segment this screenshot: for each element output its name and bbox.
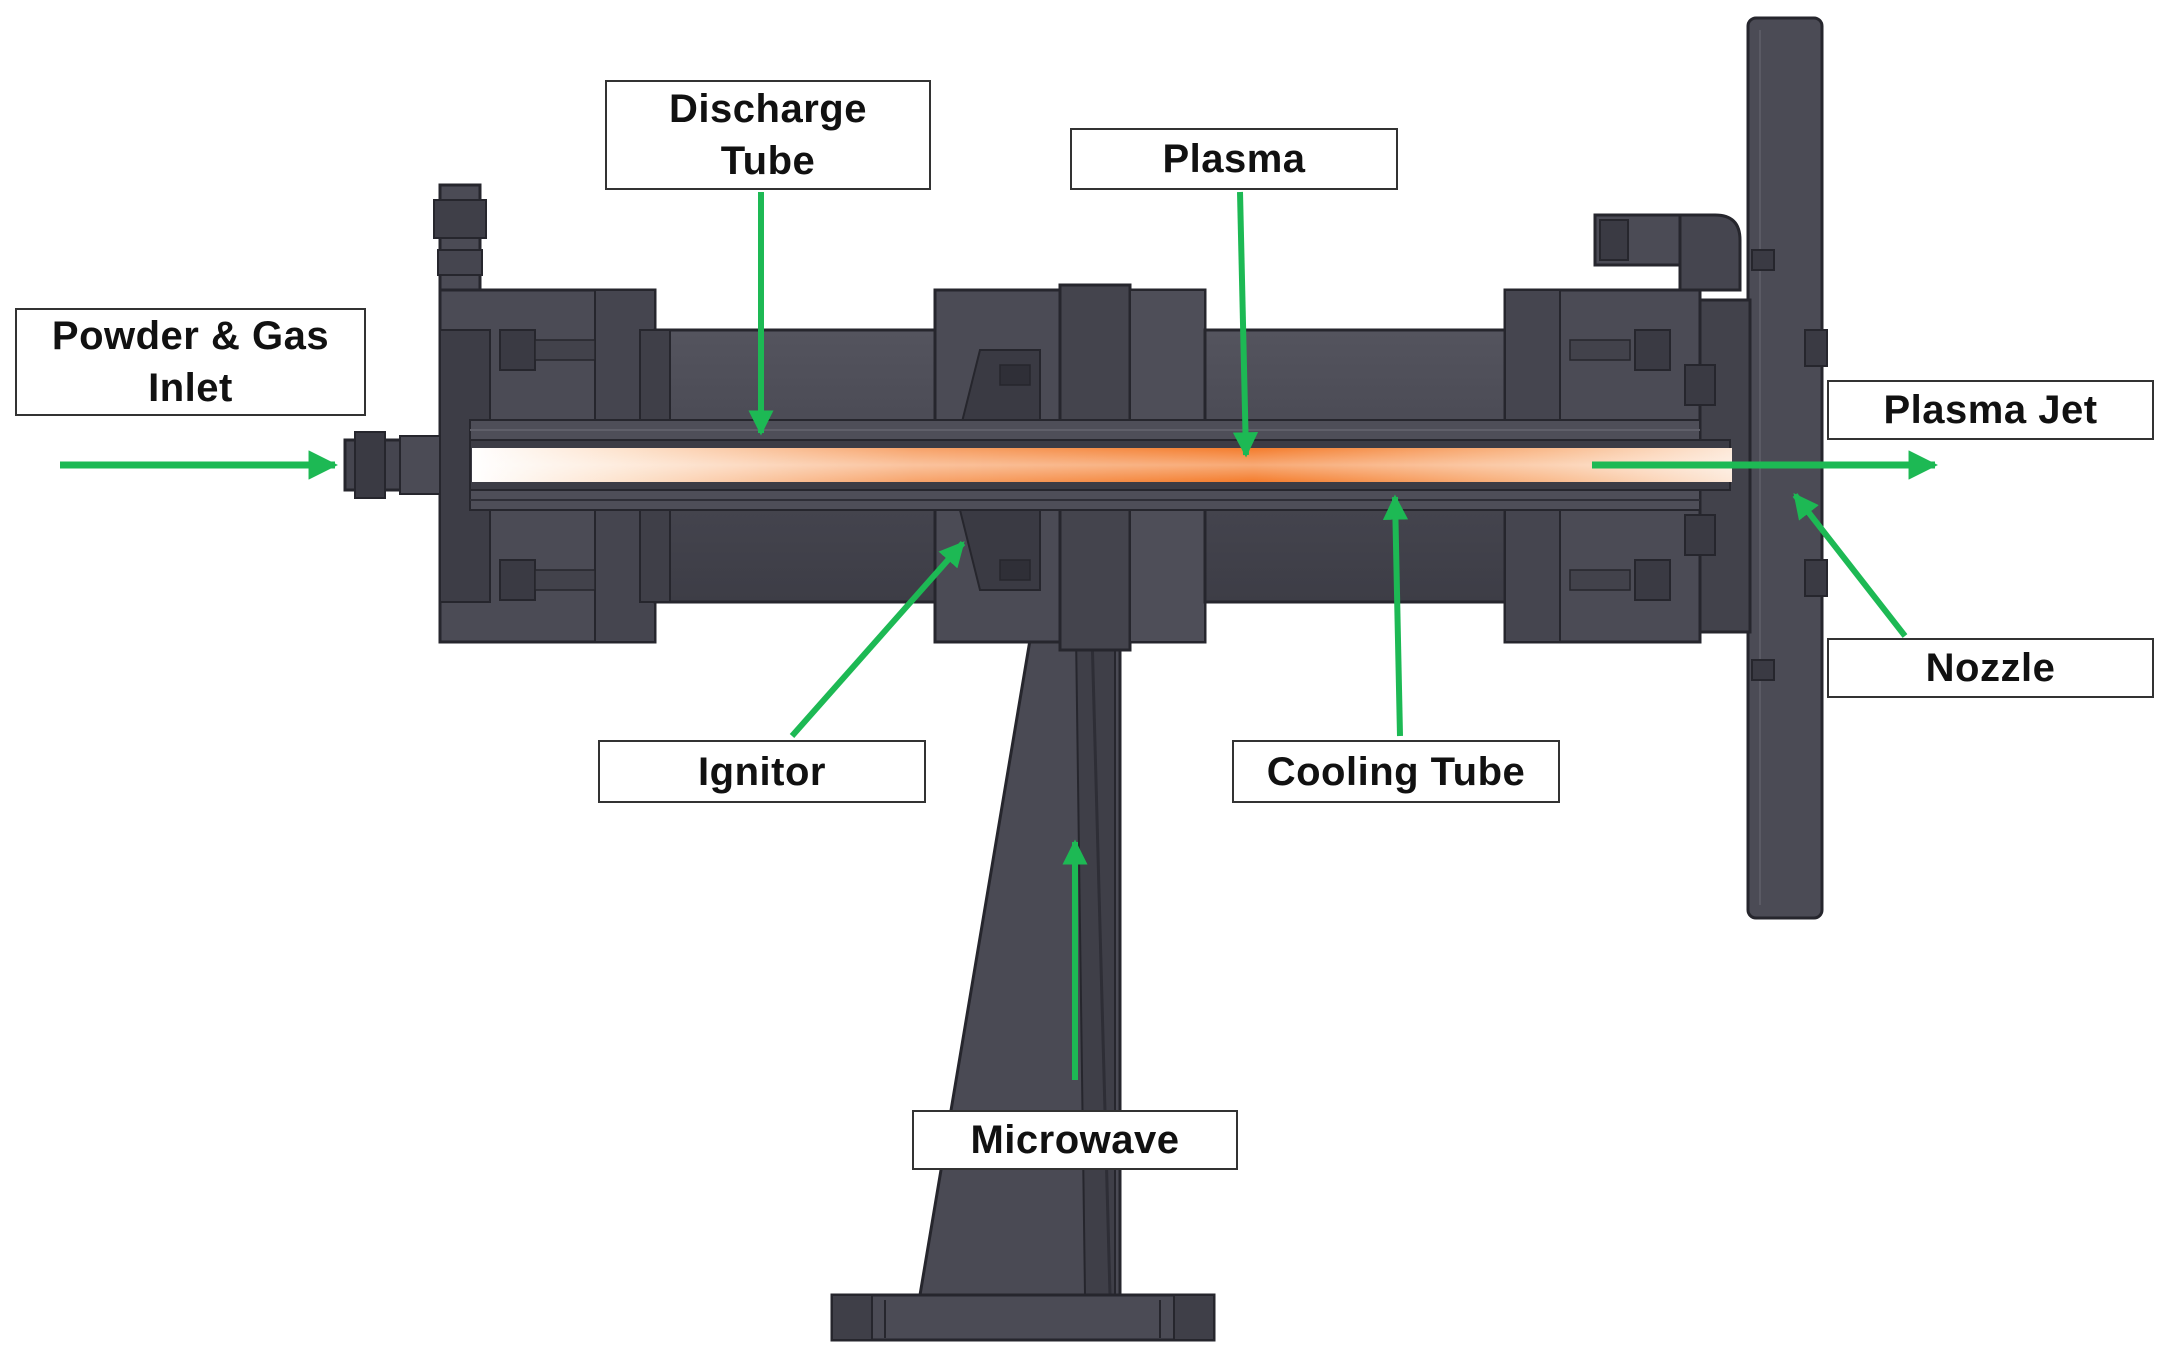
label-microwave: Microwave (912, 1110, 1238, 1170)
label-powder-gas-inlet: Powder & Gas Inlet (15, 308, 366, 416)
annotation-arrows (60, 191, 1938, 1080)
label-plasma: Plasma (1070, 128, 1398, 190)
label-plasma-jet: Plasma Jet (1827, 380, 2154, 440)
inlet-fitting (343, 431, 441, 499)
label-cooling-tube: Cooling Tube (1232, 740, 1560, 803)
cooling-tube-arrow (1382, 494, 1409, 737)
label-nozzle: Nozzle (1827, 638, 2154, 698)
plasma-arrow (1232, 191, 1259, 458)
ignitor-arrow (789, 541, 966, 738)
plasma-column (472, 448, 1732, 482)
label-discharge-tube: Discharge Tube (605, 80, 931, 190)
nozzle-arrow (1792, 493, 1908, 638)
label-ignitor: Ignitor (598, 740, 926, 803)
top-right-fitting (1593, 213, 1742, 292)
waveguide-stand (830, 559, 1216, 1342)
top-left-fitting (433, 183, 487, 292)
